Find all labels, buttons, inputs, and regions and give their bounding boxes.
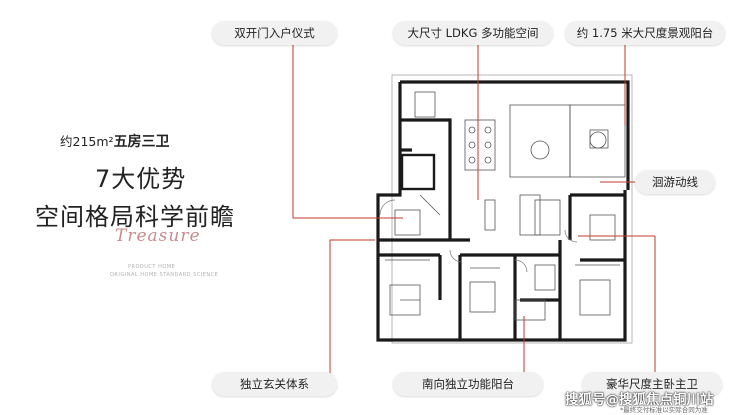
callout-south-balcony: 南向独立功能阳台: [393, 372, 543, 396]
space-layout-line: 空间格局科学前瞻: [35, 203, 235, 231]
callout-foyer: 独立玄关体系: [212, 372, 337, 396]
callout-lines: [292, 44, 656, 384]
callout-master-suite: 豪华尺度主卧主卫: [582, 372, 722, 396]
callout-circulation: 洄游动线: [635, 170, 715, 194]
area-heading: 约215m²五房三卫: [60, 131, 170, 151]
plan-doors: [379, 199, 578, 273]
plan-outer-frame: [391, 74, 633, 344]
area-prefix: 约: [60, 134, 73, 149]
disclaimer-text: *最终交付标准以实际合同为准: [620, 406, 708, 414]
callout-entry: 双开门入户仪式: [212, 21, 337, 45]
callout-balcony: 约 1.75 米大尺度景观阳台: [565, 21, 725, 45]
advantages-line: 7大优势: [95, 165, 187, 193]
treasure-script: Treasure: [115, 226, 201, 246]
fine-print-line2: ORIGINAL HOME STANDARD SCIENCE: [110, 272, 219, 278]
callout-ldkg: 大尺寸 LDKG 多功能空间: [393, 21, 553, 45]
layout-type: 五房三卫: [113, 134, 170, 150]
plan-walls: [376, 80, 630, 342]
area-value: 215m²: [72, 134, 114, 149]
fine-print-line1: PRODUCT HOME: [128, 264, 176, 270]
watermark-text: 搜狐号@搜狐焦点铜川站: [565, 392, 714, 408]
plan-details: [385, 91, 626, 321]
